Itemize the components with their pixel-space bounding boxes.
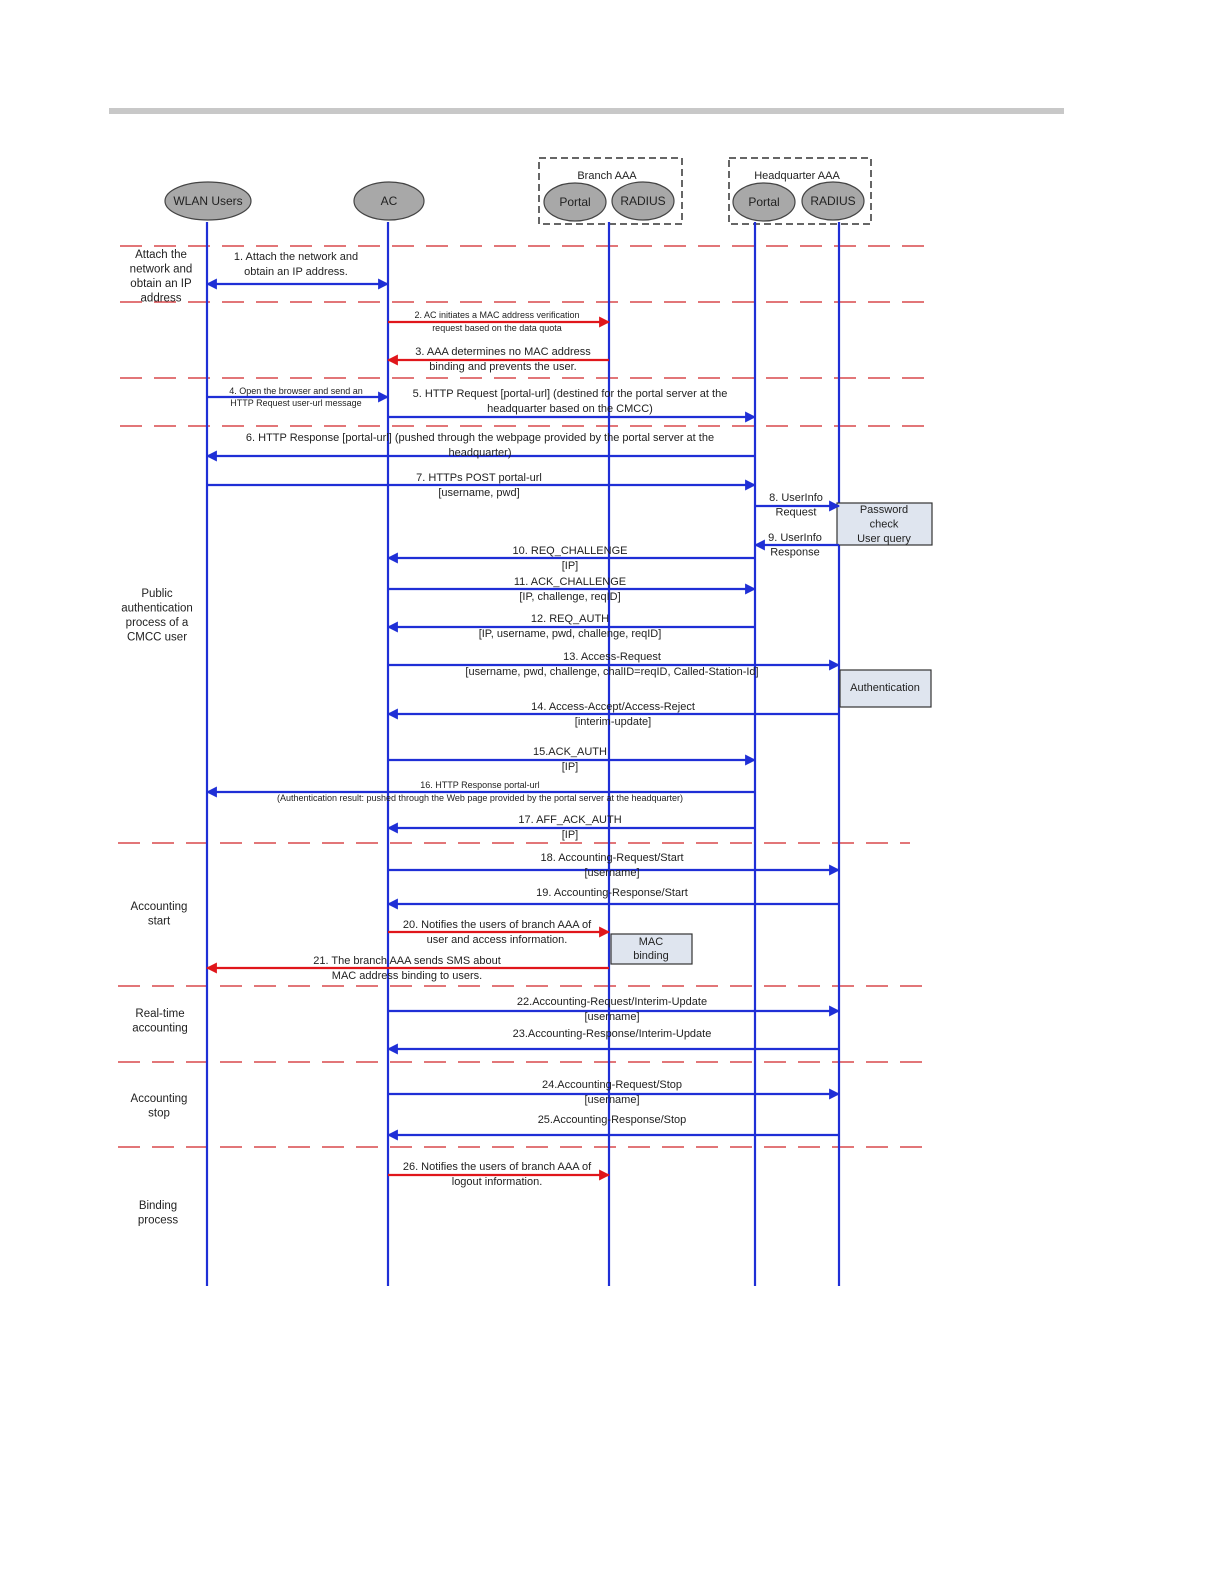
message-label-25: 25.Accounting-Response/Stop — [538, 1114, 687, 1126]
message-label-19: 19. Accounting-Response/Start — [536, 887, 688, 899]
actors: WLAN Users AC Portal RADIUS Portal RADIUS — [164, 181, 865, 222]
actor-wlan-label: WLAN Users — [173, 194, 242, 208]
message-label-17: 17. AFF_ACK_AUTH[IP] — [518, 814, 621, 841]
message-label-11: 11. ACK_CHALLENGE[IP, challenge, reqID] — [514, 576, 626, 603]
message-label-12: 12. REQ_AUTH[IP, username, pwd, challeng… — [479, 613, 662, 640]
phase-dividers — [118, 245, 925, 1148]
actor-wlan-node — [164, 181, 252, 221]
message-label-5: 5. HTTP Request [portal-url] (destined f… — [413, 388, 728, 415]
note-box — [836, 502, 933, 546]
note-label: Authentication — [850, 682, 920, 694]
headquarter-aaa-group — [728, 157, 872, 225]
message-label-23: 23.Accounting-Response/Interim-Update — [513, 1028, 712, 1040]
message-label-13: 13. Access-Request[username, pwd, challe… — [465, 651, 758, 678]
branch-aaa-label: Branch AAA — [577, 170, 637, 182]
message-label-22: 22.Accounting-Request/Interim-Update[use… — [517, 996, 707, 1023]
actor-ac-label: AC — [381, 194, 398, 208]
lifelines — [205, 222, 841, 1286]
message-label-18: 18. Accounting-Request/Start[username] — [540, 852, 683, 879]
message-label-16: 16. HTTP Response portal-url(Authenticat… — [277, 780, 683, 803]
message-label-24: 24.Accounting-Request/Stop[username] — [542, 1079, 682, 1106]
header-bar — [109, 108, 1064, 114]
message-label-2: 2. AC initiates a MAC address verificati… — [414, 310, 579, 333]
note-box — [610, 933, 693, 965]
headquarter-aaa-label: Headquarter AAA — [754, 170, 840, 182]
actor-hportal-node — [732, 182, 796, 222]
branch-aaa-group — [538, 157, 683, 225]
actor-ac-node — [353, 181, 425, 221]
message-arrows — [205, 278, 841, 1181]
actor-bradius-node — [611, 181, 675, 221]
actor-bportal-node — [543, 182, 607, 222]
message-label-10: 10. REQ_CHALLENGE[IP] — [513, 545, 628, 572]
group-labels: Branch AAA Headquarter AAA — [577, 170, 840, 182]
message-label-6: 6. HTTP Response [portal-url] (pushed th… — [246, 432, 714, 459]
actor-hradius-label: RADIUS — [810, 194, 855, 208]
message-label-7: 7. HTTPs POST portal-url[username, pwd] — [416, 472, 542, 499]
actor-hportal-label: Portal — [748, 195, 779, 209]
actor-bradius-label: RADIUS — [620, 194, 665, 208]
message-label-14: 14. Access-Accept/Access-Reject[interim-… — [531, 701, 695, 728]
actor-bportal-label: Portal — [559, 195, 590, 209]
note-box — [839, 669, 932, 708]
actor-hradius-node — [801, 181, 865, 221]
message-label-15: 15.ACK_AUTH[IP] — [533, 746, 607, 773]
